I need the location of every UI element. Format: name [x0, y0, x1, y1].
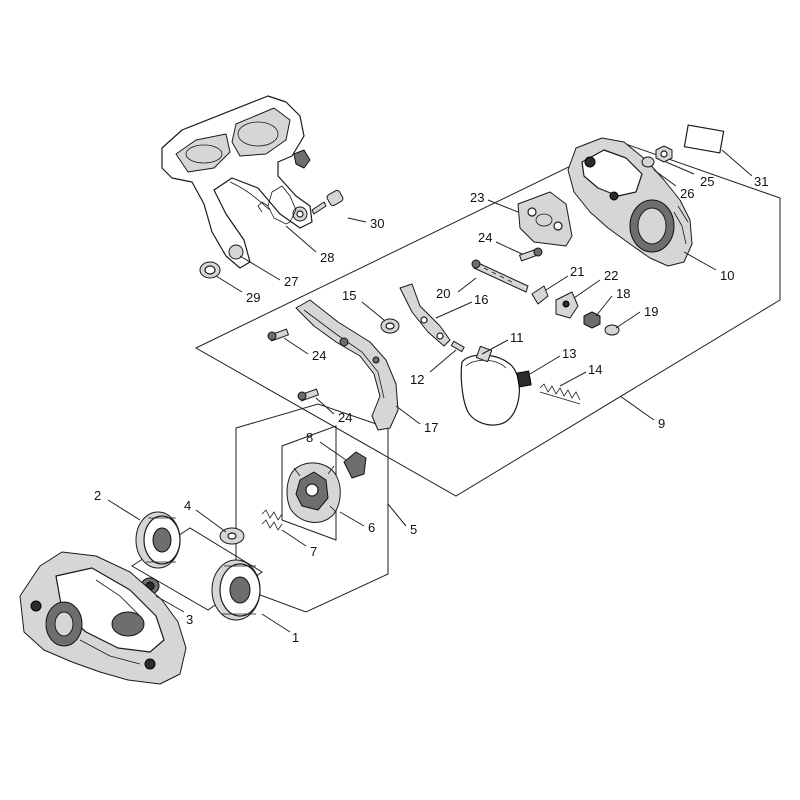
lever-16 — [399, 283, 451, 347]
adjusting-screw-20 — [471, 259, 529, 293]
assembly-frame-9 — [194, 141, 781, 497]
screw-24-lower — [297, 388, 319, 402]
callout-16: 16 — [474, 292, 488, 307]
callout-22: 22 — [604, 268, 618, 283]
callout-30: 30 — [370, 216, 384, 231]
nut-25 — [655, 145, 673, 163]
crankcase — [19, 551, 187, 685]
callout-31: 31 — [754, 174, 768, 189]
nut-19 — [604, 324, 620, 336]
part-13 — [516, 370, 532, 388]
sprocket-1 — [211, 559, 261, 621]
leader-lines — [107, 149, 753, 633]
callout-21: 21 — [570, 264, 584, 279]
chain-brake-cover — [567, 137, 693, 267]
callout-25: 25 — [700, 174, 714, 189]
callout-29: 29 — [246, 290, 260, 305]
callout-5: 5 — [410, 522, 417, 537]
callout-2: 2 — [94, 488, 101, 503]
guide-plate-23 — [517, 191, 573, 247]
callout-3: 3 — [186, 612, 193, 627]
callout-labels: 30 28 27 29 25 26 31 10 23 24 20 21 22 1… — [94, 174, 768, 645]
callout-18: 18 — [616, 286, 630, 301]
callout-24-middle: 24 — [312, 348, 326, 363]
callout-7: 7 — [310, 544, 317, 559]
callout-28: 28 — [320, 250, 334, 265]
assembly-frame-6 — [281, 425, 337, 541]
callout-24-top: 24 — [478, 230, 492, 245]
callout-12: 12 — [410, 372, 424, 387]
callout-13: 13 — [562, 346, 576, 361]
bolt-30 — [311, 189, 344, 215]
callout-23: 23 — [470, 190, 484, 205]
callout-27: 27 — [284, 274, 298, 289]
callout-17: 17 — [424, 420, 438, 435]
label-sticker-31 — [683, 124, 725, 154]
callout-10: 10 — [720, 268, 734, 283]
callout-1: 1 — [292, 630, 299, 645]
pin-12 — [450, 340, 465, 353]
screw-24-top — [519, 247, 543, 262]
brake-band-11 — [460, 345, 520, 426]
callout-15: 15 — [342, 288, 356, 303]
screw-24-middle — [267, 328, 289, 342]
part-21 — [531, 285, 549, 305]
callout-20: 20 — [436, 286, 450, 301]
spring-14 — [539, 383, 581, 405]
spring-28 — [257, 185, 297, 225]
brake-lever-17 — [295, 299, 399, 431]
bushing-29 — [199, 261, 221, 279]
washer-15 — [380, 318, 400, 334]
front-hand-guard — [161, 95, 313, 269]
callout-11: 11 — [510, 330, 524, 345]
callout-9: 9 — [658, 416, 665, 431]
washer-26 — [641, 156, 655, 168]
part-22 — [555, 291, 579, 319]
spring-7 — [261, 509, 283, 531]
part-8 — [343, 451, 367, 479]
callout-6: 6 — [368, 520, 375, 535]
callout-14: 14 — [588, 362, 602, 377]
callout-4: 4 — [184, 498, 191, 513]
callout-8: 8 — [306, 430, 313, 445]
callout-24-lower: 24 — [338, 410, 352, 425]
callout-19: 19 — [644, 304, 658, 319]
clutch-6 — [286, 462, 341, 523]
sprocket-2 — [135, 511, 181, 569]
callout-26: 26 — [680, 186, 694, 201]
